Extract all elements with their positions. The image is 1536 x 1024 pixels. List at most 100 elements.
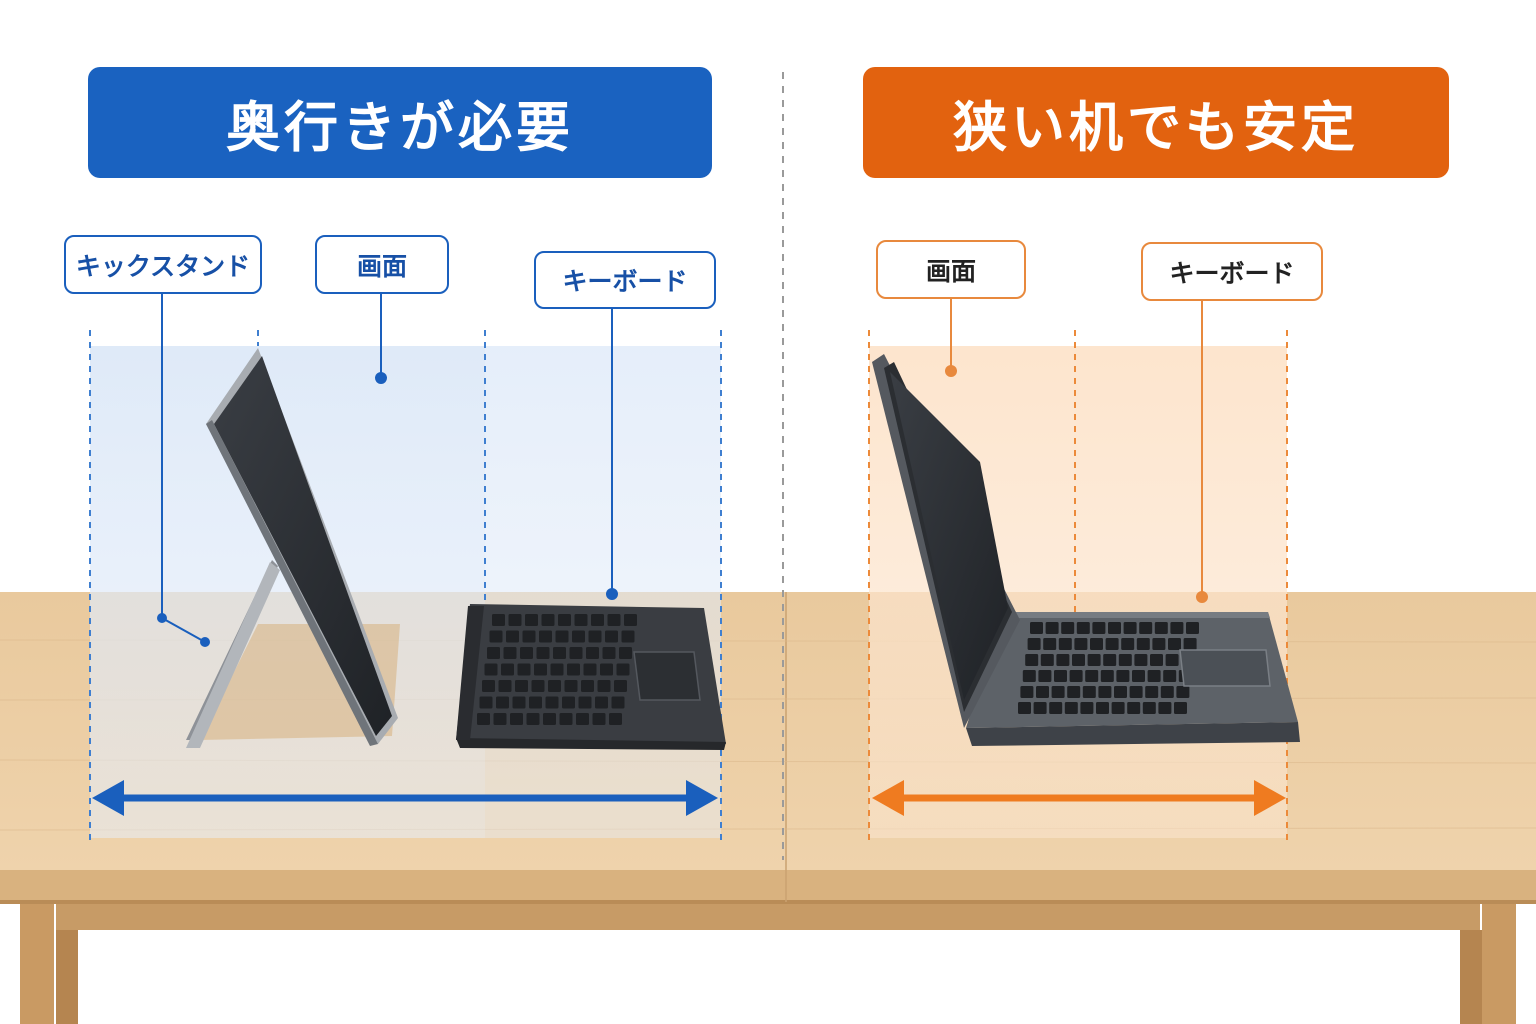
keyboard-key [534,663,547,676]
keyboard-key [1020,686,1034,698]
keyboard-key [621,630,635,643]
tablet-with-kickstand [186,348,400,748]
keyboard-key [1076,622,1090,634]
keyboard-key [1082,686,1096,698]
label-screen-right: 画面 [876,240,1026,299]
keyboard-key [515,680,528,692]
keyboard-key [1168,638,1181,650]
keyboard-key [597,680,611,692]
keyboard-key [1142,702,1156,714]
keyboard-key [1186,622,1199,634]
keyboard-key [619,647,632,659]
keyboard-key [609,713,622,725]
keyboard-key [1049,702,1063,714]
keyboard-key [536,647,550,659]
keyboard-key [1058,638,1072,650]
keyboard-key [1105,638,1119,650]
keyboard-key [588,630,602,643]
keyboard-key [545,696,559,709]
keyboard-key [607,614,621,626]
keyboard-key [477,713,490,725]
detached-keyboard [456,604,726,750]
keyboard-key [498,680,512,692]
keyboard-key [503,647,517,659]
keyboard-key [1108,622,1121,634]
label-keyboard-right: キーボード [1141,242,1323,301]
keyboard-key [1096,702,1109,714]
keyboard-key [525,614,538,626]
desk-leg-right [1482,904,1516,1024]
label-screen-left: 画面 [315,235,449,294]
keyboard-key [562,696,575,709]
keyboard-key [1064,702,1078,714]
keyboard-key [482,680,495,692]
leader-dots [157,365,1208,647]
keyboard-key [489,630,503,643]
keyboard-key [1165,654,1179,666]
label-kickstand: キックスタンド [64,235,262,294]
depth-arrow-left [92,780,718,816]
keyboard-key [1160,686,1174,698]
keyboard-key [496,696,509,709]
keyboard-key [1100,670,1114,682]
keyboard-key [529,696,542,709]
keyboard-key [1121,638,1135,650]
keyboard-key [548,680,561,692]
keyboard-key [539,630,552,643]
keyboard-key [512,696,526,709]
keyboard-key [578,696,592,709]
keyboard-key [1176,686,1190,698]
keyboard-key [541,614,555,626]
title-banner-needs-depth: 奥行きが必要 [88,67,712,178]
keyboard-key [1123,622,1137,634]
keyboard-key [1147,670,1161,682]
keyboard-key [487,647,500,659]
keyboard-key [564,680,578,692]
keyboard-key [1134,654,1148,666]
keyboard-key [1038,670,1052,682]
keyboard-key [600,663,613,676]
keyboard-key [1136,638,1150,650]
keyboard-key [493,713,507,725]
keyboard-key [1111,702,1125,714]
keyboard-key [510,713,523,725]
keyboard-key [508,614,522,626]
keyboard-key [553,647,566,659]
keyboard-key [605,630,618,643]
keyboard-key [1025,654,1039,666]
keyboard-key [1030,622,1043,634]
keyboard-key [1054,670,1067,682]
keyboard-key [1045,622,1059,634]
keyboard-key [1114,686,1127,698]
keyboard-key [522,630,536,643]
keyboard-key [581,680,594,692]
keyboard-key [1061,622,1075,634]
keyboard-key [1040,654,1054,666]
keyboard-key [1036,686,1049,698]
keyboard-key [614,680,627,692]
keyboard-key [1043,638,1057,650]
keyboard-key [1152,638,1166,650]
keyboard-key [1027,638,1041,650]
keyboard-key [574,614,588,626]
keyboard-key [595,696,608,709]
keyboard-key [1158,702,1172,714]
label-keyboard-left: キーボード [534,251,716,309]
keyboard-key [1085,670,1099,682]
keyboard-key [569,647,583,659]
keyboard-key [1069,670,1083,682]
keyboard-key [1139,622,1153,634]
keyboard-key [555,630,569,643]
keyboard-key [1033,702,1047,714]
keyboard-key [1098,686,1112,698]
keyboard-key [1174,702,1187,714]
keyboard-key [506,630,519,643]
keyboard-key [1090,638,1103,650]
keyboard-key [1127,702,1141,714]
keyboard-key [1022,670,1036,682]
keyboard-key [572,630,585,643]
keyboard-key [501,663,514,676]
keyboard-key [1170,622,1184,634]
keyboard-key [543,713,556,725]
